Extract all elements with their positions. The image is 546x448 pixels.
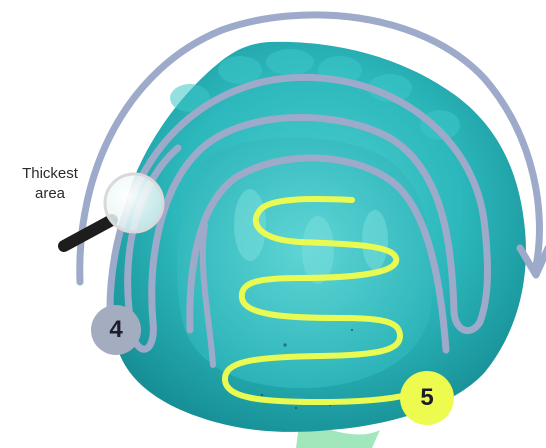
annotation-line-1: Thickest bbox=[2, 164, 98, 184]
annotation-line-2: area bbox=[2, 184, 98, 204]
step-4-badge: 4 bbox=[91, 305, 141, 355]
step-5-badge: 5 bbox=[400, 371, 454, 425]
thickest-area-label: Thickest area bbox=[2, 164, 98, 204]
